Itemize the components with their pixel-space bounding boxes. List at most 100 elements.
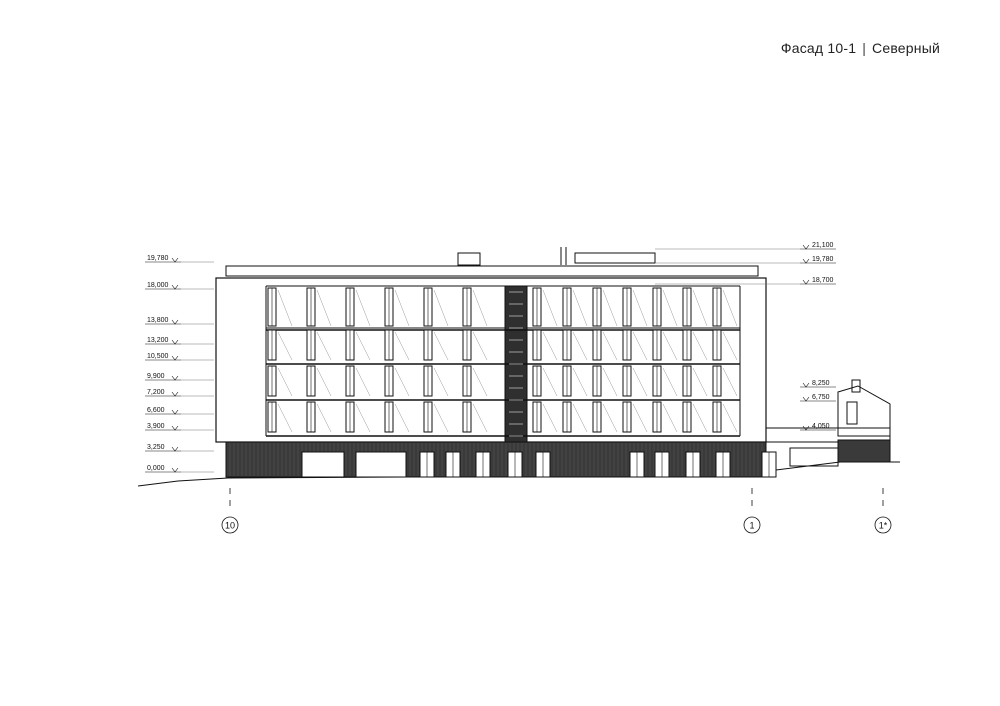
axis-bubble (874, 516, 892, 534)
level-arrow (171, 339, 179, 345)
level-label: 4,050 (812, 423, 830, 430)
sheet-title: Фасад 10-1 | Северный (781, 40, 940, 56)
annex-garage (837, 439, 891, 463)
level-label: 0,000 (147, 465, 165, 472)
balcony-shadow (316, 289, 332, 327)
axis-bubble (221, 516, 239, 534)
level-arrow (802, 382, 810, 388)
level-arrow (802, 425, 810, 431)
level-arrow (171, 446, 179, 452)
level-label: 13,200 (147, 337, 169, 344)
annex-chimney (851, 379, 861, 393)
balcony-shadow (316, 403, 332, 433)
level-arrow (802, 396, 810, 402)
balcony-shadow (662, 403, 678, 433)
balcony-shadow (355, 289, 371, 327)
balcony-shadow (692, 289, 708, 327)
left-level-marks: 19,78018,00013,80013,20010,5009,9007,200… (145, 255, 214, 473)
level-label: 13,800 (147, 317, 169, 324)
balcony-shadow (632, 403, 648, 433)
annex-ramp (789, 447, 839, 467)
axis-label: 10 (225, 521, 235, 531)
balcony-shadow (542, 289, 558, 327)
level-arrow (171, 319, 179, 325)
garage-gate (355, 451, 407, 478)
balcony-shadow (692, 367, 708, 397)
balcony-shadow (542, 367, 558, 397)
sheet-title-sub: Северный (872, 40, 940, 56)
balcony-shadow (355, 367, 371, 397)
balcony-shadow (394, 331, 410, 361)
annex-block (837, 385, 891, 437)
ground-floor-openings (301, 451, 777, 478)
level-arrow (171, 391, 179, 397)
building-outline (137, 247, 900, 487)
roof-structure-right (574, 252, 656, 264)
balcony-shadow (572, 367, 588, 397)
balcony-shadow (602, 331, 618, 361)
balcony-shadow (572, 403, 588, 433)
balcony-shadow (394, 289, 410, 327)
balcony-shadow (542, 403, 558, 433)
balcony-shadow (472, 331, 488, 361)
level-label: 7,200 (147, 389, 165, 396)
balcony-shadow (277, 289, 293, 327)
roof-structure-left (457, 252, 481, 266)
level-arrow (802, 258, 810, 264)
level-label: 18,700 (812, 277, 834, 284)
balcony-shadow (722, 331, 738, 361)
level-arrow (171, 375, 179, 381)
axis-label: 1* (879, 521, 888, 531)
balcony-shadow (692, 331, 708, 361)
balcony-shadow (277, 331, 293, 361)
level-label: 3,900 (147, 423, 165, 430)
balcony-shadow (722, 289, 738, 327)
level-arrow (171, 467, 179, 473)
balcony-shadow (572, 289, 588, 327)
level-label: 9,900 (147, 373, 165, 380)
level-arrow (171, 257, 179, 263)
level-label: 3,250 (147, 444, 165, 451)
level-arrow (171, 425, 179, 431)
garage-gate (301, 451, 345, 478)
sheet-title-divider: | (862, 40, 867, 56)
level-label: 8,250 (812, 380, 830, 387)
balcony-shadow (355, 403, 371, 433)
level-arrow (171, 355, 179, 361)
level-arrow (802, 279, 810, 285)
balcony-shadow (692, 403, 708, 433)
level-label: 6,600 (147, 407, 165, 414)
balcony-shadow (602, 403, 618, 433)
balcony-shadow (542, 331, 558, 361)
balcony-shadow (316, 367, 332, 397)
balcony-shadow (602, 289, 618, 327)
balcony-shadow (277, 367, 293, 397)
sheet-title-main: Фасад 10-1 (780, 40, 857, 56)
level-arrow (171, 284, 179, 290)
balcony-shadow (394, 403, 410, 433)
balcony-shadow (355, 331, 371, 361)
balcony-shadow (433, 403, 449, 433)
balcony-shadow (572, 331, 588, 361)
level-label: 10,500 (147, 353, 169, 360)
axis-bubble (743, 516, 761, 534)
balcony-shadow (472, 367, 488, 397)
balcony-shadow (472, 403, 488, 433)
balcony-shadow (632, 367, 648, 397)
annex-lower (765, 427, 891, 443)
roof-parapet (225, 265, 759, 277)
balcony-shadow (662, 367, 678, 397)
balcony-shadow (433, 367, 449, 397)
annex-window (846, 401, 858, 425)
level-label: 18,000 (147, 282, 169, 289)
balcony-shadow (722, 403, 738, 433)
balcony-shadow (433, 331, 449, 361)
balcony-shadow (632, 331, 648, 361)
balcony-shadow (602, 367, 618, 397)
level-arrow (802, 244, 810, 250)
balcony-shadow (632, 289, 648, 327)
